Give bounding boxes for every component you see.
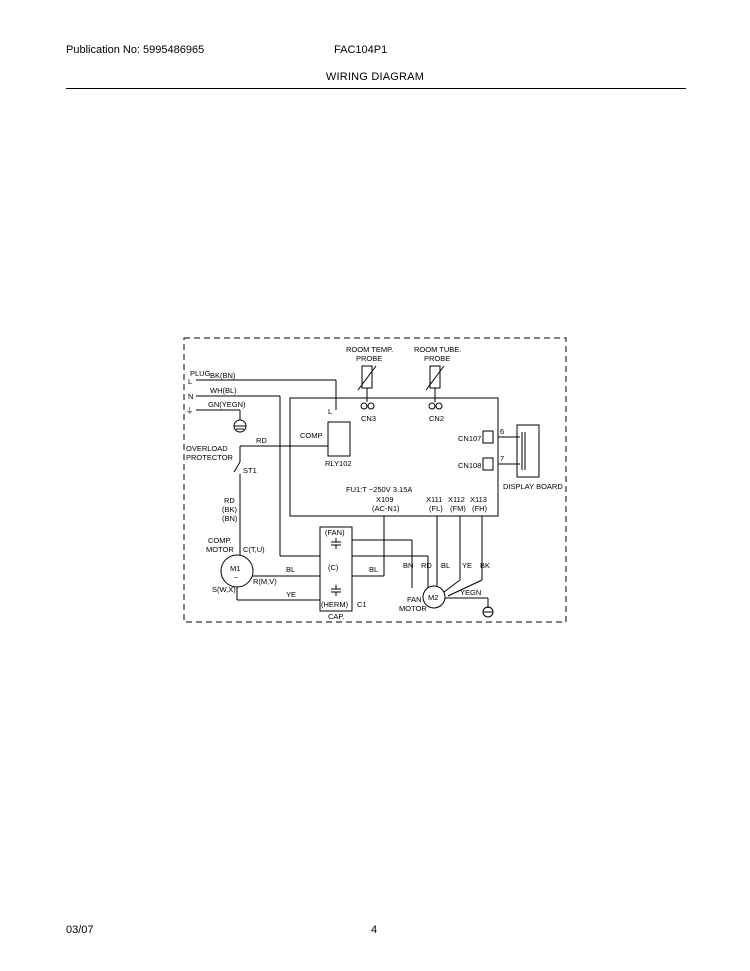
bk-side-label: (BK) [222,505,238,514]
connector-cn108 [482,457,494,471]
cn107-label: CN107 [458,434,481,443]
footer-date: 03/07 [66,924,94,936]
x112-label: X112 [448,495,465,504]
fh-label: (FH) [472,504,487,513]
bk-fan-label: BK [480,561,490,570]
fl-label: (FL) [429,504,443,513]
page-number: 4 [371,924,378,936]
publication-number: Publication No: 5995486965 [66,44,205,56]
bn-side-label: (BN) [222,514,238,523]
acn1-label: (AC-N1) [372,504,400,513]
rd-side-label: RD [224,496,235,505]
bl-cap-label: BL [369,565,378,574]
c-tu-label: C(T,U) [243,545,265,554]
display-board [516,424,540,478]
rly102-label: RLY102 [325,459,352,468]
fuse-label: FU1:T ~250V 3.15A [346,485,412,494]
x109-label: X109 [376,495,394,504]
m1-label: M1 [230,564,240,573]
diagram-lines [183,337,567,623]
bl-fan-label: BL [441,561,450,570]
relay-rly102 [327,421,351,457]
comp-label: COMP [300,431,323,440]
st1-label: ST1 [243,466,257,475]
m2-label: M2 [428,593,438,602]
wire-wh-bl: WH(BL) [210,386,237,395]
cap-herm-label: (HERM) [321,600,349,609]
m1-tilde: ~ [234,573,239,582]
control-board [289,397,499,517]
cap-fan-label: (FAN) [325,528,345,537]
rd-top-label: RD [256,436,267,445]
fan-motor-label-2: MOTOR [399,604,427,613]
yegn-label: YEGN [460,588,481,597]
comp-motor-label-2: MOTOR [206,545,234,554]
cn2-label: CN2 [429,414,444,423]
page-title: WIRING DIAGRAM [325,71,425,83]
room-temp-label-2: PROBE [356,354,382,363]
c1-label: C1 [357,600,367,609]
connector-cn107 [482,430,494,444]
diagram-border [183,337,567,623]
model-number: FAC104P1 [334,44,388,56]
wire-bk-bn: BK(BN) [210,371,236,380]
pin7-label: 7 [500,454,504,463]
room-tube-label-2: PROBE [424,354,450,363]
terminal-l: L [188,377,192,386]
fan-motor-m2 [422,585,446,609]
display-board-label: DISPLAY BOARD [503,482,563,491]
cn108-label: CN108 [458,461,481,470]
x113-label: X113 [470,495,487,504]
terminal-n: N [188,392,193,401]
bl-left-label: BL [286,565,295,574]
s-wx-label: S(W,X) [212,585,236,594]
rd-fan-label: RD [421,561,432,570]
capacitor-c1 [319,526,353,612]
room-tube-label-1: ROOM TUBE. [414,345,461,354]
wire-gn-yegn: GN(YEGN) [208,400,246,409]
ye-fan-label: YE [462,561,472,570]
cap-c-label: (C) [328,563,339,572]
terminal-ground: ⏚ [186,406,194,415]
overload-label-1: OVERLOAD [186,444,228,453]
x111-label: X111 [426,495,442,504]
header-rule [66,88,686,89]
fan-motor-label-1: FAN [407,595,422,604]
room-temp-label-1: ROOM TEMP. [346,345,393,354]
pin6-label: 6 [500,427,504,436]
cn3-label: CN3 [361,414,376,423]
comp-motor-label-1: COMP. [208,536,232,545]
fm-label: (FM) [450,504,466,513]
ye-left-label: YE [286,590,296,599]
r-mv-label: R(M,V) [253,577,277,586]
cap-label: CAP. [328,612,345,621]
overload-label-2: PROTECTOR [186,453,234,462]
bn-fan-label: BN [403,561,413,570]
board-l-label: L [328,407,332,416]
plug-label: PLUG [190,369,211,378]
